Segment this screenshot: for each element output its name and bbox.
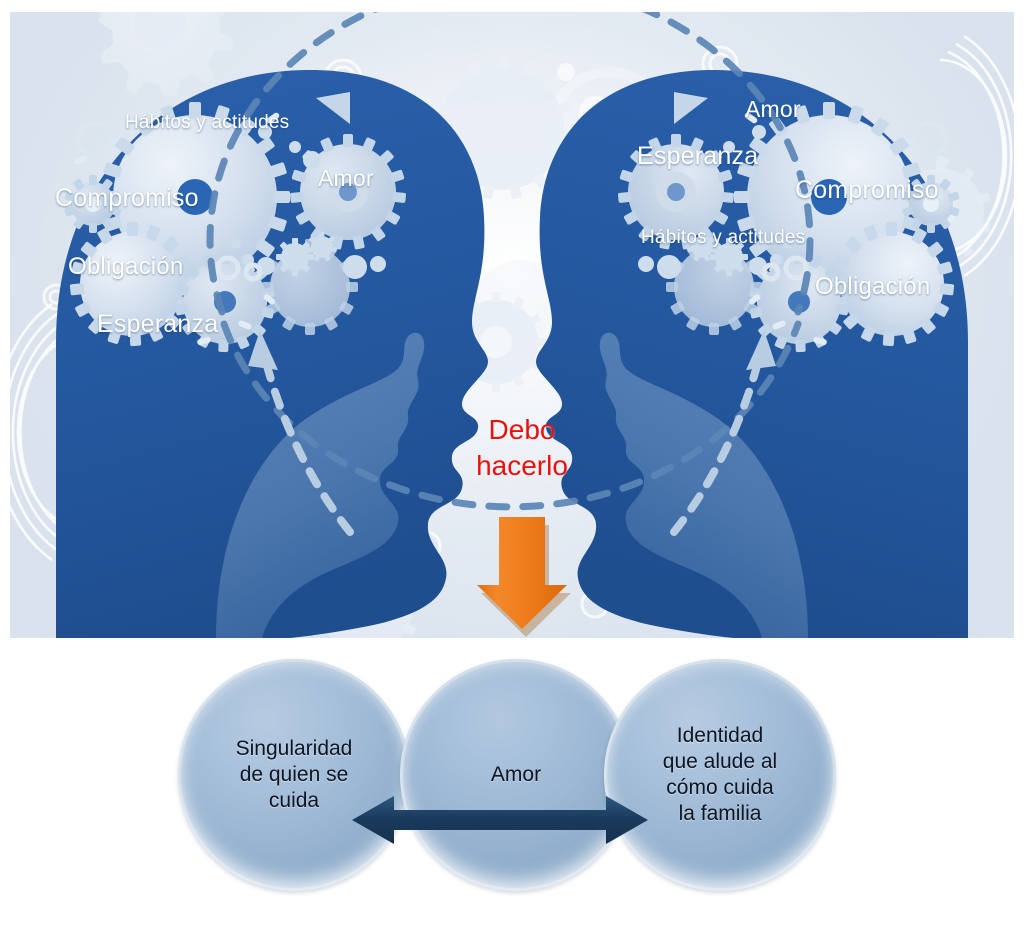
left-brain-gears [64, 102, 407, 353]
concept-circle-amor[interactable]: Amor [400, 659, 632, 891]
concept-circle-amor-label: Amor [490, 763, 542, 786]
dashed-arrow-right-head [746, 330, 776, 370]
dashed-arrow-top-head-right [674, 92, 708, 124]
dashed-arrow-top-head [316, 92, 350, 124]
orange-down-arrow-icon [477, 517, 571, 637]
right-brain-gears [617, 102, 960, 353]
dashed-arrow-right [670, 358, 762, 536]
center-statement-line-1: Debo [488, 414, 556, 445]
left-head-silhouette [56, 70, 488, 638]
double-headed-arrow-icon [352, 796, 648, 844]
dashed-arrow-left [262, 358, 354, 536]
center-statement: Debo hacerlo [457, 412, 587, 484]
dashed-cycle-loop-lower [220, 320, 802, 511]
heads-gears-illustration [10, 12, 1014, 638]
dashed-arrow-left-head [248, 330, 278, 370]
center-statement-line-2: hacerlo [476, 450, 568, 481]
hero-illustration-panel: Hábitos y actitudes Amor Compromiso Obli… [10, 12, 1014, 638]
right-head-silhouette [536, 70, 968, 638]
hero-canvas: Hábitos y actitudes Amor Compromiso Obli… [10, 12, 1014, 638]
dashed-cycle-loop [206, 12, 814, 316]
